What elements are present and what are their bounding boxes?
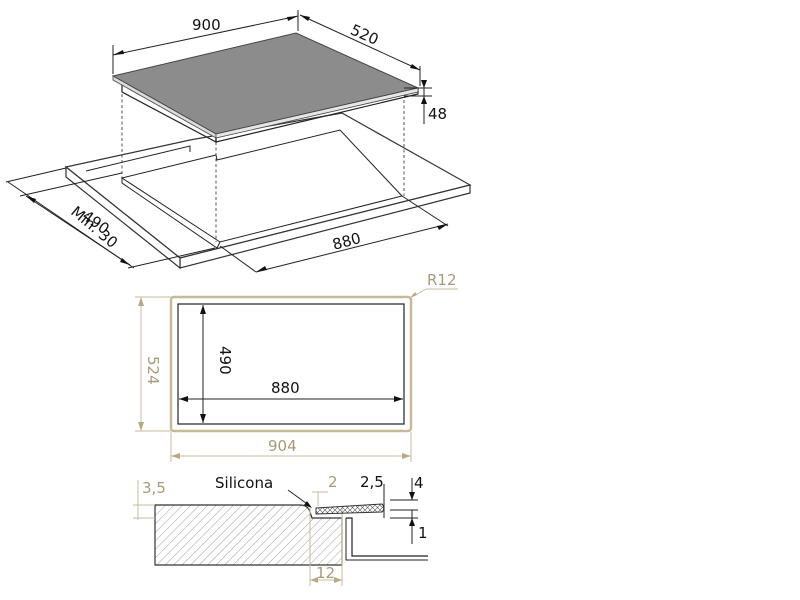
dim-label-2-5: 2,5 — [360, 473, 384, 491]
dim-label-r12: R12 — [427, 271, 457, 289]
dim-label-490-top: 490 — [216, 346, 234, 375]
dim-rebate-12: 12 — [310, 564, 342, 583]
dim-label-3-5: 3,5 — [142, 479, 166, 497]
dim-depth-520: 520 — [299, 14, 421, 86]
dim-label-4: 4 — [414, 474, 424, 492]
dim-label-524: 524 — [144, 356, 162, 385]
isometric-view: 900 520 48 490 M — [5, 10, 472, 273]
top-view: R12 524 490 880 — [135, 271, 458, 462]
dim-outer-height-524: 524 — [135, 296, 172, 432]
dim-label-1: 1 — [418, 524, 428, 542]
dim-label-520: 520 — [348, 21, 381, 49]
outer-frame — [169, 295, 413, 433]
dim-bottom-gap-1: 1 — [390, 510, 428, 544]
dim-label-12: 12 — [316, 564, 335, 582]
dim-label-48: 48 — [428, 105, 447, 123]
dim-label-2: 2 — [328, 473, 338, 491]
section-view: 3,5 Silicona 2 2,5 4 — [133, 473, 428, 586]
dim-label-900: 900 — [192, 16, 221, 34]
hob-ceramic-top — [111, 32, 420, 143]
dim-height-48: 48 — [404, 80, 447, 124]
dim-label-904: 904 — [268, 437, 297, 455]
hob-support — [346, 517, 428, 557]
dim-outer-width-904: 904 — [170, 432, 412, 462]
dim-inner-height-490: 490 — [200, 305, 234, 423]
dim-label-880-top: 880 — [271, 379, 300, 397]
worktop-section — [154, 504, 343, 566]
dim-glass-2-5: 2,5 — [360, 473, 385, 518]
inner-cutout — [177, 303, 405, 425]
dim-radius-r12: R12 — [409, 271, 458, 299]
worktop-slab — [64, 112, 472, 270]
sealant-callout: Silicona — [215, 474, 312, 508]
dim-inner-width-880: 880 — [179, 379, 403, 402]
dim-recess-3-5: 3,5 — [133, 479, 166, 520]
dim-step-4: 4 — [390, 474, 424, 511]
sealant-label: Silicona — [215, 474, 273, 492]
dim-width-900: 900 — [112, 10, 299, 74]
hob-glass-section — [315, 503, 385, 515]
dim-label-880-iso: 880 — [330, 229, 362, 254]
hob-projection-lines — [121, 83, 405, 242]
dim-gap-2: 2 — [312, 473, 338, 506]
